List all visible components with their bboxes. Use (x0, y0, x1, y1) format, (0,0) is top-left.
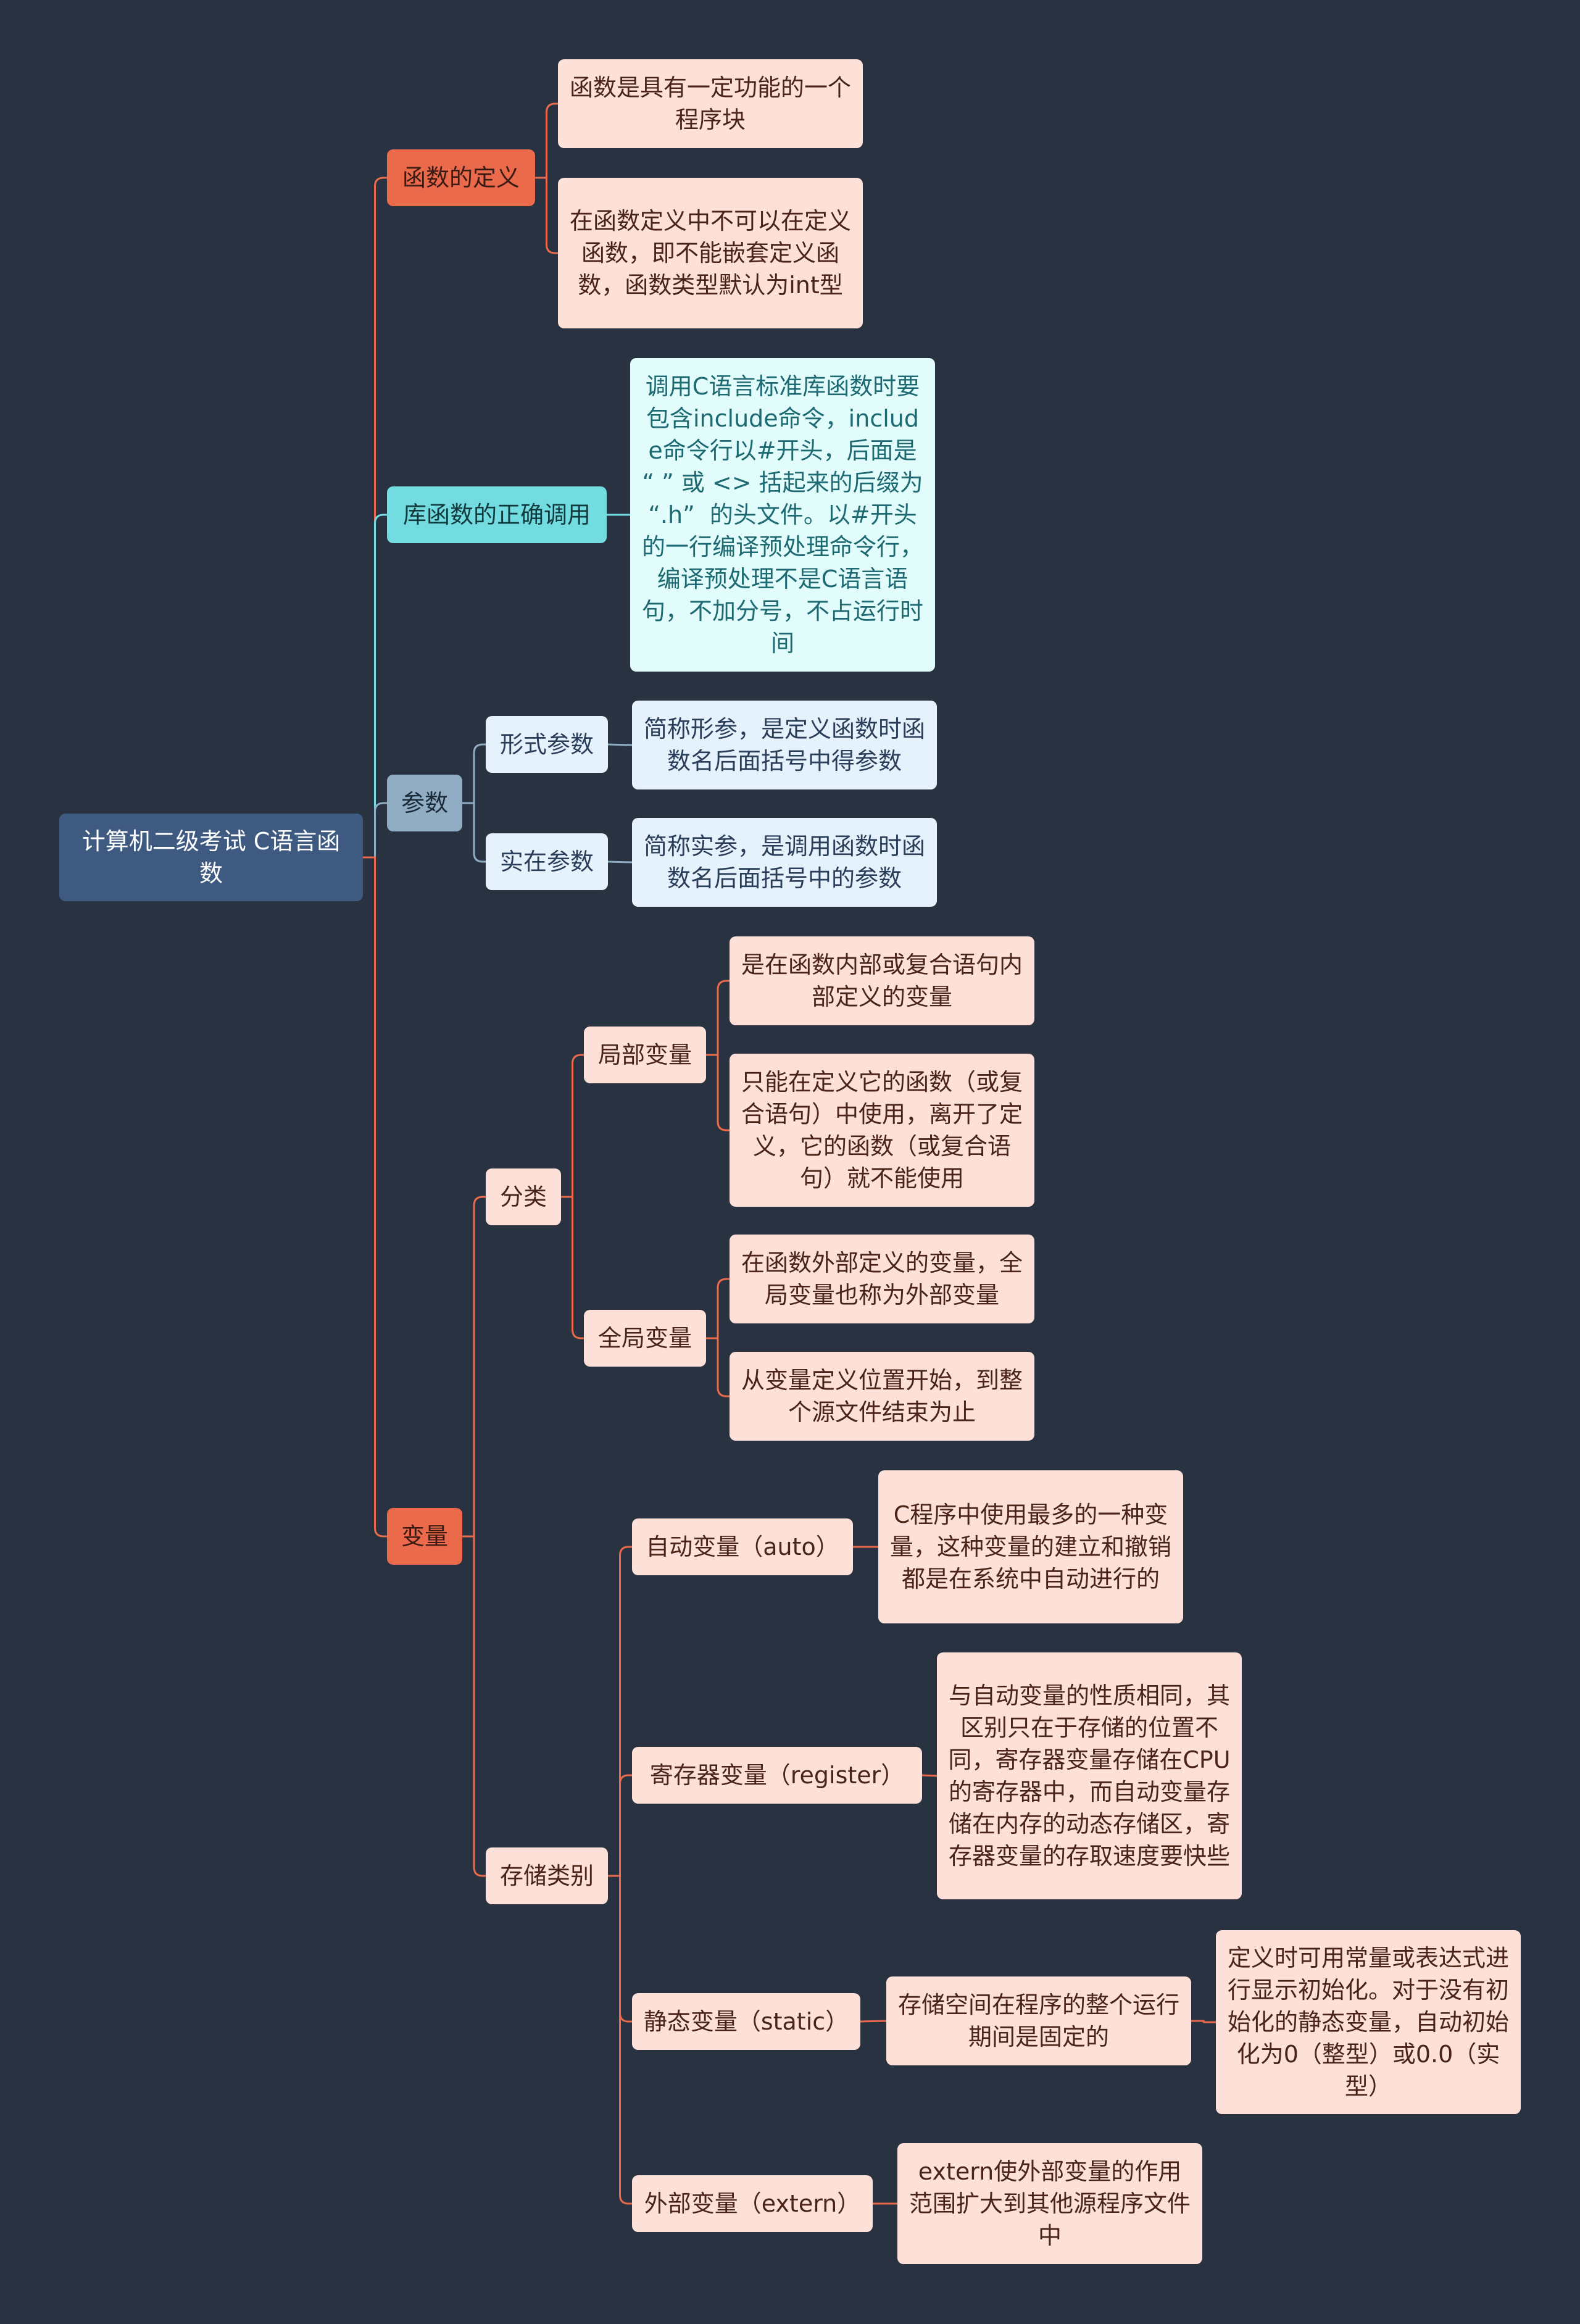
global-variable-item-1[interactable]: 在函数外部定义的变量，全局变量也称为外部变量 (730, 1235, 1034, 1323)
connector-static-variable-detail-static-variable-subdetail (1191, 2020, 1216, 2023)
connector-root-node-branch-variables (363, 856, 387, 1538)
static-variable-detail[interactable]: 存储空间在程序的整个运行期间是固定的 (886, 1976, 1191, 2065)
connector-root-node-branch-params (363, 802, 387, 859)
connector-static-variable-label-static-variable-detail (860, 2020, 887, 2023)
connector-root-node-branch-definition (363, 177, 387, 859)
connector-storage-class-label-auto-variable-label (608, 1546, 632, 1877)
library-detail[interactable]: 调用C语言标准库函数时要包含include命令，include命令行以#开头，后… (630, 358, 935, 672)
connector-branch-definition-definition-item-1 (535, 102, 558, 179)
connector-branch-params-formal-param-label (462, 743, 486, 804)
static-variable-label[interactable]: 静态变量（static） (632, 1993, 860, 2050)
auto-variable-detail[interactable]: C程序中使用最多的一种变量，这种变量的建立和撤销都是在系统中自动进行的 (878, 1470, 1183, 1623)
actual-param-detail[interactable]: 简称实参，是调用函数时函数名后面括号中的参数 (632, 818, 937, 907)
definition-item-1[interactable]: 函数是具有一定功能的一个程序块 (558, 59, 863, 148)
auto-variable-label[interactable]: 自动变量（auto） (632, 1518, 853, 1575)
connector-storage-class-label-register-variable-label (608, 1774, 632, 1877)
connector-branch-definition-definition-item-2 (535, 177, 558, 254)
connector-formal-param-label-formal-param-detail (607, 743, 633, 746)
extern-variable-label[interactable]: 外部变量（extern） (632, 2175, 873, 2232)
connector-storage-class-label-extern-variable-label (608, 1875, 632, 2205)
global-variable-item-2[interactable]: 从变量定义位置开始，到整个源文件结束为止 (730, 1352, 1034, 1441)
connector-register-variable-label-register-variable-detail (921, 1774, 938, 1777)
root-node[interactable]: 计算机二级考试 C语言函数 (59, 814, 363, 901)
local-variable-item-2[interactable]: 只能在定义它的函数（或复合语句）中使用，离开了定义，它的函数（或复合语句）就不能… (730, 1054, 1034, 1207)
connector-local-variable-label-local-variable-item-1 (706, 980, 730, 1056)
formal-param-detail[interactable]: 简称形参，是定义函数时函数名后面括号中得参数 (632, 701, 937, 789)
formal-param-label[interactable]: 形式参数 (486, 716, 608, 773)
global-variable-label[interactable]: 全局变量 (584, 1310, 706, 1367)
connector-global-variable-label-global-variable-item-1 (706, 1278, 730, 1339)
connector-root-node-branch-library (363, 514, 387, 859)
register-variable-detail[interactable]: 与自动变量的性质相同，其区别只在于存储的位置不同，寄存器变量存储在CPU的寄存器… (937, 1652, 1242, 1899)
register-variable-label[interactable]: 寄存器变量（register） (632, 1747, 922, 1804)
connector-classification-label-global-variable-label (561, 1196, 584, 1339)
branch-definition[interactable]: 函数的定义 (387, 149, 535, 206)
actual-param-label[interactable]: 实在参数 (486, 833, 608, 890)
connector-branch-variables-classification-label (462, 1196, 486, 1538)
branch-params[interactable]: 参数 (387, 775, 462, 831)
connector-branch-params-actual-param-label (462, 802, 486, 863)
connector-local-variable-label-local-variable-item-2 (706, 1054, 730, 1131)
definition-item-2[interactable]: 在函数定义中不可以在定义函数，即不能嵌套定义函数，函数类型默认为int型 (558, 178, 863, 328)
extern-variable-detail[interactable]: extern使外部变量的作用范围扩大到其他源程序文件中 (897, 2143, 1202, 2264)
storage-class-label[interactable]: 存储类别 (486, 1847, 608, 1904)
local-variable-label[interactable]: 局部变量 (584, 1027, 706, 1083)
connector-branch-variables-storage-class-label (462, 1535, 486, 1877)
connector-classification-label-local-variable-label (561, 1054, 584, 1198)
connector-global-variable-label-global-variable-item-2 (706, 1337, 730, 1397)
branch-variables[interactable]: 变量 (387, 1508, 462, 1565)
classification-label[interactable]: 分类 (486, 1168, 561, 1225)
static-variable-subdetail[interactable]: 定义时可用常量或表达式进行显示初始化。对于没有初始化的静态变量，自动初始化为0（… (1216, 1930, 1521, 2114)
branch-library[interactable]: 库函数的正确调用 (387, 486, 607, 543)
local-variable-item-1[interactable]: 是在函数内部或复合语句内部定义的变量 (730, 936, 1034, 1025)
